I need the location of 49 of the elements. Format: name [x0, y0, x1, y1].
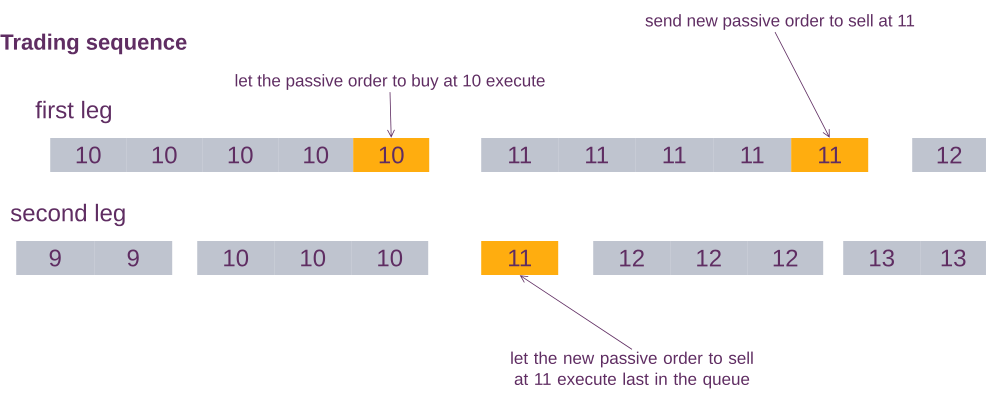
price-cell: 10: [197, 241, 274, 275]
node-label: 10: [76, 146, 101, 164]
price-cell: 13: [843, 241, 920, 275]
price-cell: 10: [274, 241, 352, 275]
row-label: first leg: [36, 100, 111, 124]
node-label: 13: [942, 250, 966, 266]
arrow: [387, 92, 395, 138]
price-cell: 12: [593, 241, 670, 275]
price-cell: 10: [126, 138, 202, 172]
price-cell: 9: [16, 241, 94, 275]
price-cell: 12: [747, 241, 824, 275]
title: Trading sequence: [0, 34, 186, 54]
price-cell: 11: [791, 138, 868, 172]
annotation: let the passive order to buy at 10 execute: [236, 74, 545, 90]
node-label: 9: [50, 250, 61, 266]
annotation: send new passive order to sell at 11: [646, 14, 914, 30]
node-label: 10: [304, 146, 328, 164]
price-cell: 11: [558, 138, 636, 172]
row-label: second leg: [10, 204, 125, 226]
node-label: 12: [774, 250, 798, 266]
node-label: 12: [620, 250, 644, 266]
price-cell: 11: [481, 241, 558, 275]
price-cell: 10: [202, 138, 278, 172]
node-label: 10: [224, 250, 248, 266]
node-label: 12: [697, 250, 721, 266]
price-cell: 11: [635, 138, 714, 172]
price-cell: 10: [50, 138, 126, 172]
node-label: 11: [586, 146, 608, 164]
price-cell: 10: [353, 138, 430, 172]
price-cell: 12: [912, 138, 986, 172]
price-cell: 11: [481, 138, 558, 172]
price-cell: 11: [713, 138, 792, 172]
price-cell: 10: [278, 138, 354, 172]
annotation: let the new passive order to sell at 11 execute last in the queue: [511, 352, 753, 388]
node-label: 10: [301, 250, 326, 266]
node-label: 10: [378, 250, 402, 266]
node-label: 13: [870, 250, 894, 266]
arrow: [774, 32, 830, 138]
node-label: 9: [128, 250, 139, 266]
price-cell: 12: [670, 241, 748, 275]
node-label: 11: [664, 146, 686, 164]
node-label: 10: [228, 146, 253, 164]
node-label: 11: [742, 146, 764, 164]
arrow: [520, 275, 632, 350]
node-label: 11: [509, 146, 531, 164]
node-label: 10: [152, 146, 177, 164]
price-cell: 13: [920, 241, 986, 275]
price-cell: 9: [94, 241, 172, 275]
price-cell: 10: [351, 241, 428, 275]
